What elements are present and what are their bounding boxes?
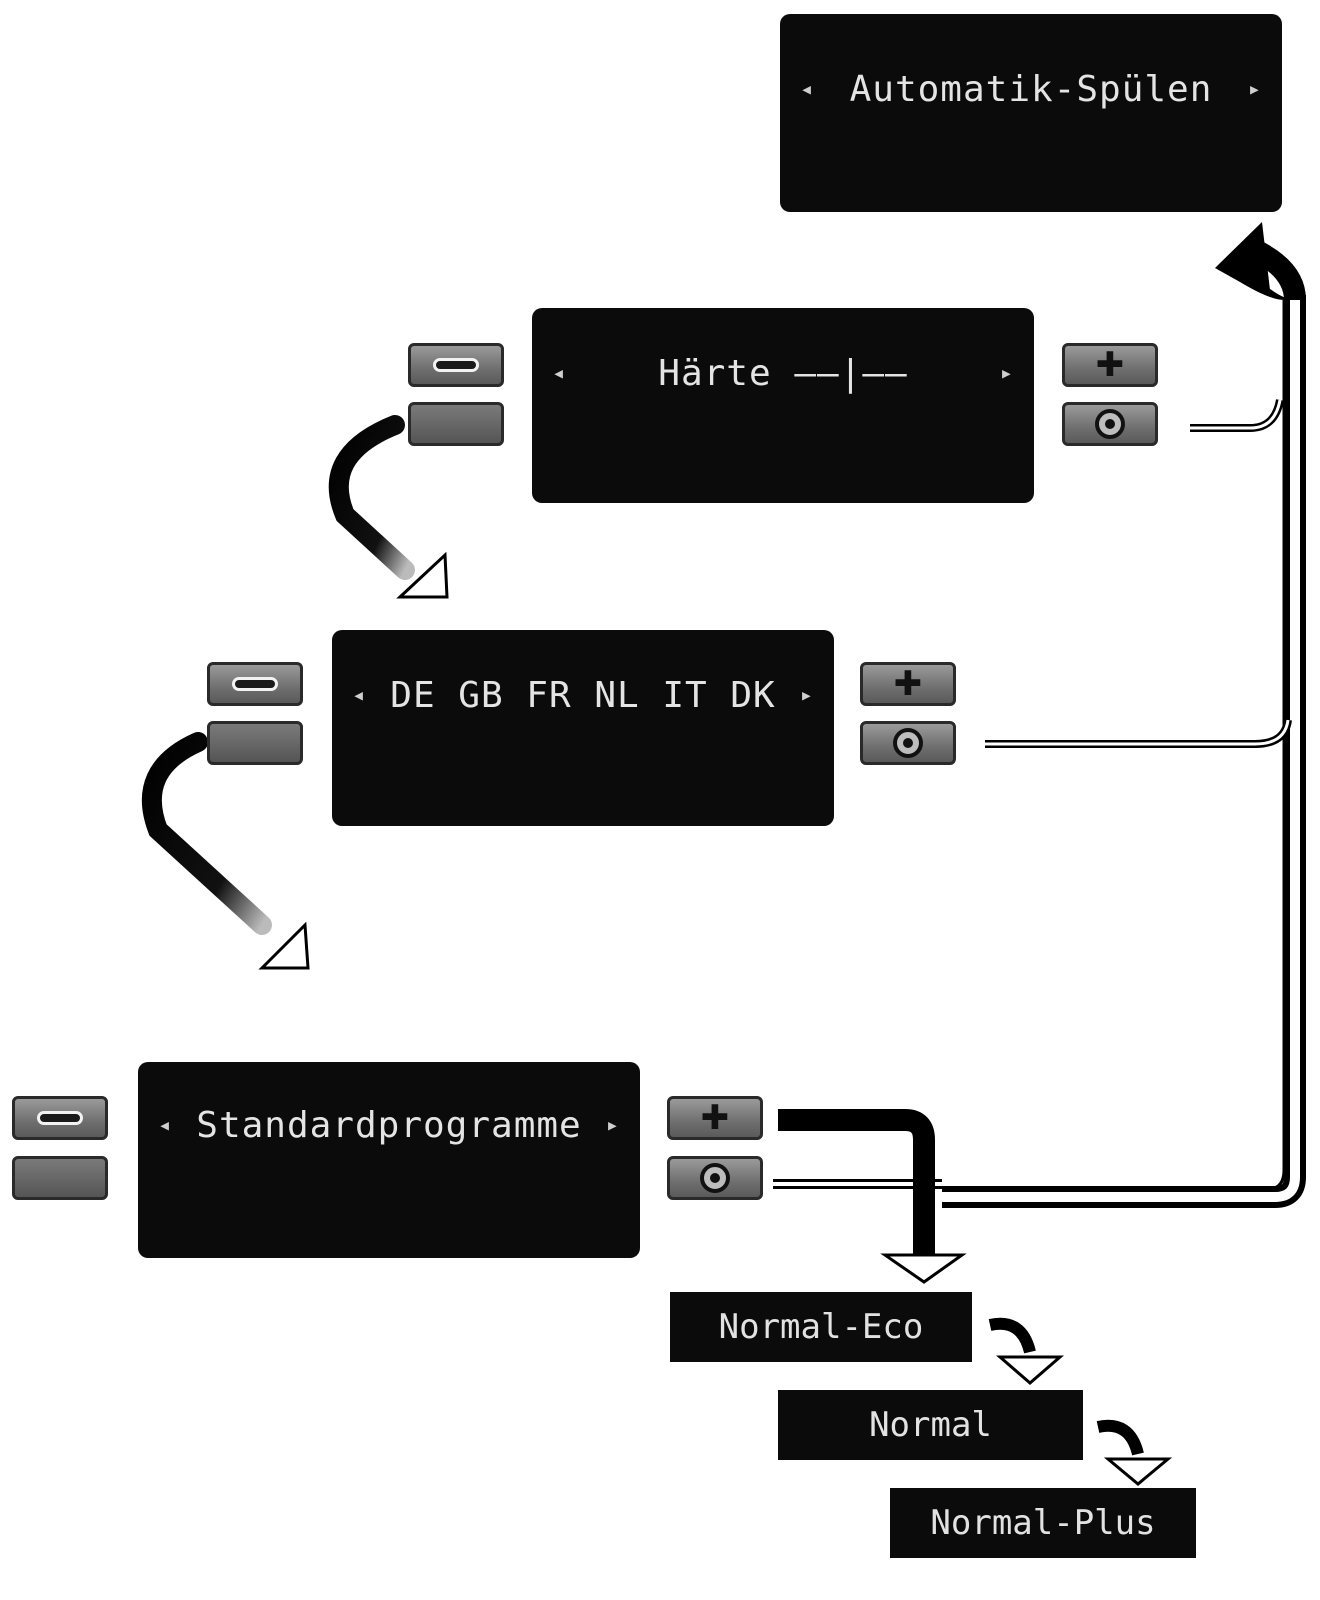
screen-haerte: ◂ Härte ——|—— ▸ bbox=[532, 308, 1034, 503]
right-triangle-icon: ▸ bbox=[999, 360, 1014, 386]
minus-icon bbox=[433, 358, 479, 372]
right-triangle-icon: ▸ bbox=[605, 1112, 620, 1138]
screen-line: ◂ DE GB FR NL IT DK ▸ bbox=[332, 670, 834, 720]
standard-lower-left-button[interactable] bbox=[12, 1156, 108, 1200]
ok-icon bbox=[1095, 409, 1125, 439]
screen-automatik-label: Automatik-Spülen bbox=[849, 68, 1213, 110]
sprache-plus-button[interactable]: ✚ bbox=[860, 662, 956, 706]
left-triangle-icon: ◂ bbox=[158, 1112, 173, 1138]
arrow-normal-to-plus bbox=[1096, 1419, 1144, 1456]
sprache-minus-button[interactable] bbox=[207, 662, 303, 706]
sprache-lower-left-button[interactable] bbox=[207, 721, 303, 765]
plus-icon: ✚ bbox=[893, 664, 923, 704]
right-triangle-icon: ▸ bbox=[799, 682, 814, 708]
left-triangle-icon: ◂ bbox=[352, 682, 367, 708]
minus-icon bbox=[37, 1111, 83, 1125]
screen-sprache: ◂ DE GB FR NL IT DK ▸ bbox=[332, 630, 834, 826]
arrow-standard-plus-to-options bbox=[778, 1109, 935, 1255]
haerte-plus-button[interactable]: ✚ bbox=[1062, 343, 1158, 387]
plus-icon: ✚ bbox=[700, 1098, 730, 1138]
screen-standard-label: Standardprogramme bbox=[196, 1104, 582, 1146]
standard-ok-button[interactable] bbox=[667, 1156, 763, 1200]
standard-minus-button[interactable] bbox=[12, 1096, 108, 1140]
screen-standardprogramme: ◂ Standardprogramme ▸ bbox=[138, 1062, 640, 1258]
haerte-ok-button[interactable] bbox=[1062, 402, 1158, 446]
screen-line: ◂ Automatik-Spülen ▸ bbox=[780, 64, 1282, 114]
left-triangle-icon: ◂ bbox=[552, 360, 567, 386]
arrow-eco-to-normal bbox=[988, 1317, 1036, 1354]
minus-icon bbox=[232, 677, 278, 691]
arrowhead-up bbox=[1215, 222, 1296, 300]
option-normal[interactable]: Normal bbox=[778, 1390, 1083, 1460]
right-triangle-icon: ▸ bbox=[1247, 76, 1262, 102]
haerte-minus-button[interactable] bbox=[408, 343, 504, 387]
haerte-lower-left-button[interactable] bbox=[408, 402, 504, 446]
haerte-ok-branch bbox=[1190, 399, 1284, 432]
sprache-ok-branch bbox=[985, 719, 1292, 748]
sprache-ok-button[interactable] bbox=[860, 721, 956, 765]
arrow-haerte-to-sprache bbox=[328, 415, 415, 580]
screen-automatik-spuelen: ◂ Automatik-Spülen ▸ bbox=[780, 14, 1282, 212]
plus-icon: ✚ bbox=[1095, 345, 1125, 385]
screen-haerte-label: Härte ——|—— bbox=[658, 352, 908, 394]
ok-icon bbox=[893, 728, 923, 758]
left-triangle-icon: ◂ bbox=[800, 76, 815, 102]
screen-sprache-label: DE GB FR NL IT DK bbox=[390, 674, 776, 716]
option-normal-plus[interactable]: Normal-Plus bbox=[890, 1488, 1196, 1558]
screen-line: ◂ Härte ——|—— ▸ bbox=[532, 348, 1034, 398]
option-normal-eco[interactable]: Normal-Eco bbox=[670, 1292, 972, 1362]
arrow-sprache-to-standard bbox=[141, 732, 272, 935]
screen-line: ◂ Standardprogramme ▸ bbox=[138, 1100, 640, 1150]
ok-icon bbox=[700, 1163, 730, 1193]
standard-plus-button[interactable]: ✚ bbox=[667, 1096, 763, 1140]
